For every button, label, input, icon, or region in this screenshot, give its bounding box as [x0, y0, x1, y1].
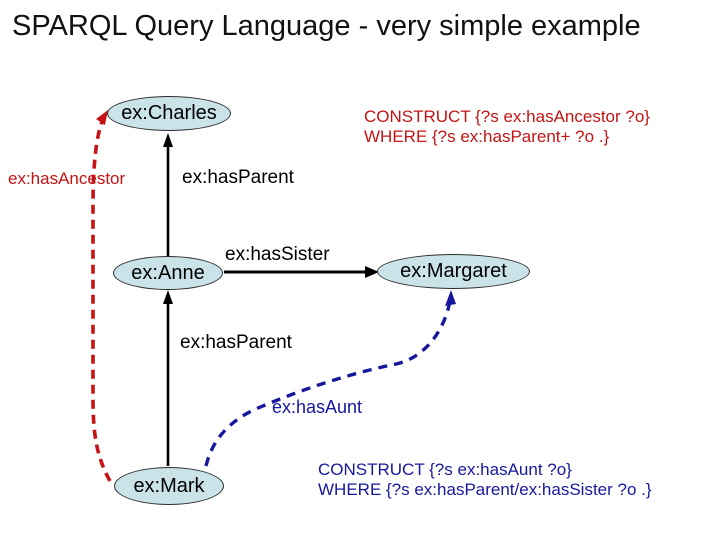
node-charles: ex:Charles: [107, 96, 231, 131]
page-title: SPARQL Query Language - very simple exam…: [12, 10, 641, 42]
query-aunt-where-line: WHERE {?s ex:hasParent/ex:hasSister ?o .…: [318, 480, 652, 499]
node-charles-label: ex:Charles: [121, 102, 217, 124]
node-margaret-label: ex:Margaret: [400, 260, 507, 282]
arrowhead-has-sister: [365, 266, 379, 278]
edge-has-ancestor: [91, 118, 112, 482]
node-margaret: ex:Margaret: [377, 254, 530, 289]
label-has-sister: ex:hasSister: [225, 244, 330, 265]
label-has-aunt: ex:hasAunt: [272, 397, 363, 417]
node-mark-label: ex:Mark: [133, 474, 205, 497]
edge-has-aunt: [204, 300, 452, 467]
node-anne: ex:Anne: [113, 256, 223, 290]
label-has-parent-anne: ex:hasParent: [180, 332, 292, 353]
arrowhead-has-parent-mark-anne: [163, 290, 173, 304]
label-has-ancestor: ex:hasAncestor: [8, 169, 126, 188]
label-has-parent-charles: ex:hasParent: [182, 167, 294, 188]
query-aunt-block: CONSTRUCT {?s ex:hasAunt ?o} WHERE {?s e…: [318, 460, 652, 500]
node-mark: ex:Mark: [114, 467, 224, 505]
query-ancestor-block: CONSTRUCT {?s ex:hasAncestor ?o} WHERE {…: [364, 107, 650, 147]
query-aunt-construct-line: CONSTRUCT {?s ex:hasAunt ?o}: [318, 460, 572, 479]
arrowhead-has-parent-anne-charles: [163, 133, 173, 147]
arrowhead-has-ancestor: [96, 110, 108, 125]
arrowhead-has-aunt: [445, 290, 456, 306]
node-anne-label: ex:Anne: [131, 261, 205, 284]
query-ancestor-where-line: WHERE {?s ex:hasParent+ ?o .}: [364, 127, 610, 146]
query-ancestor-construct-line: CONSTRUCT {?s ex:hasAncestor ?o}: [364, 107, 650, 126]
